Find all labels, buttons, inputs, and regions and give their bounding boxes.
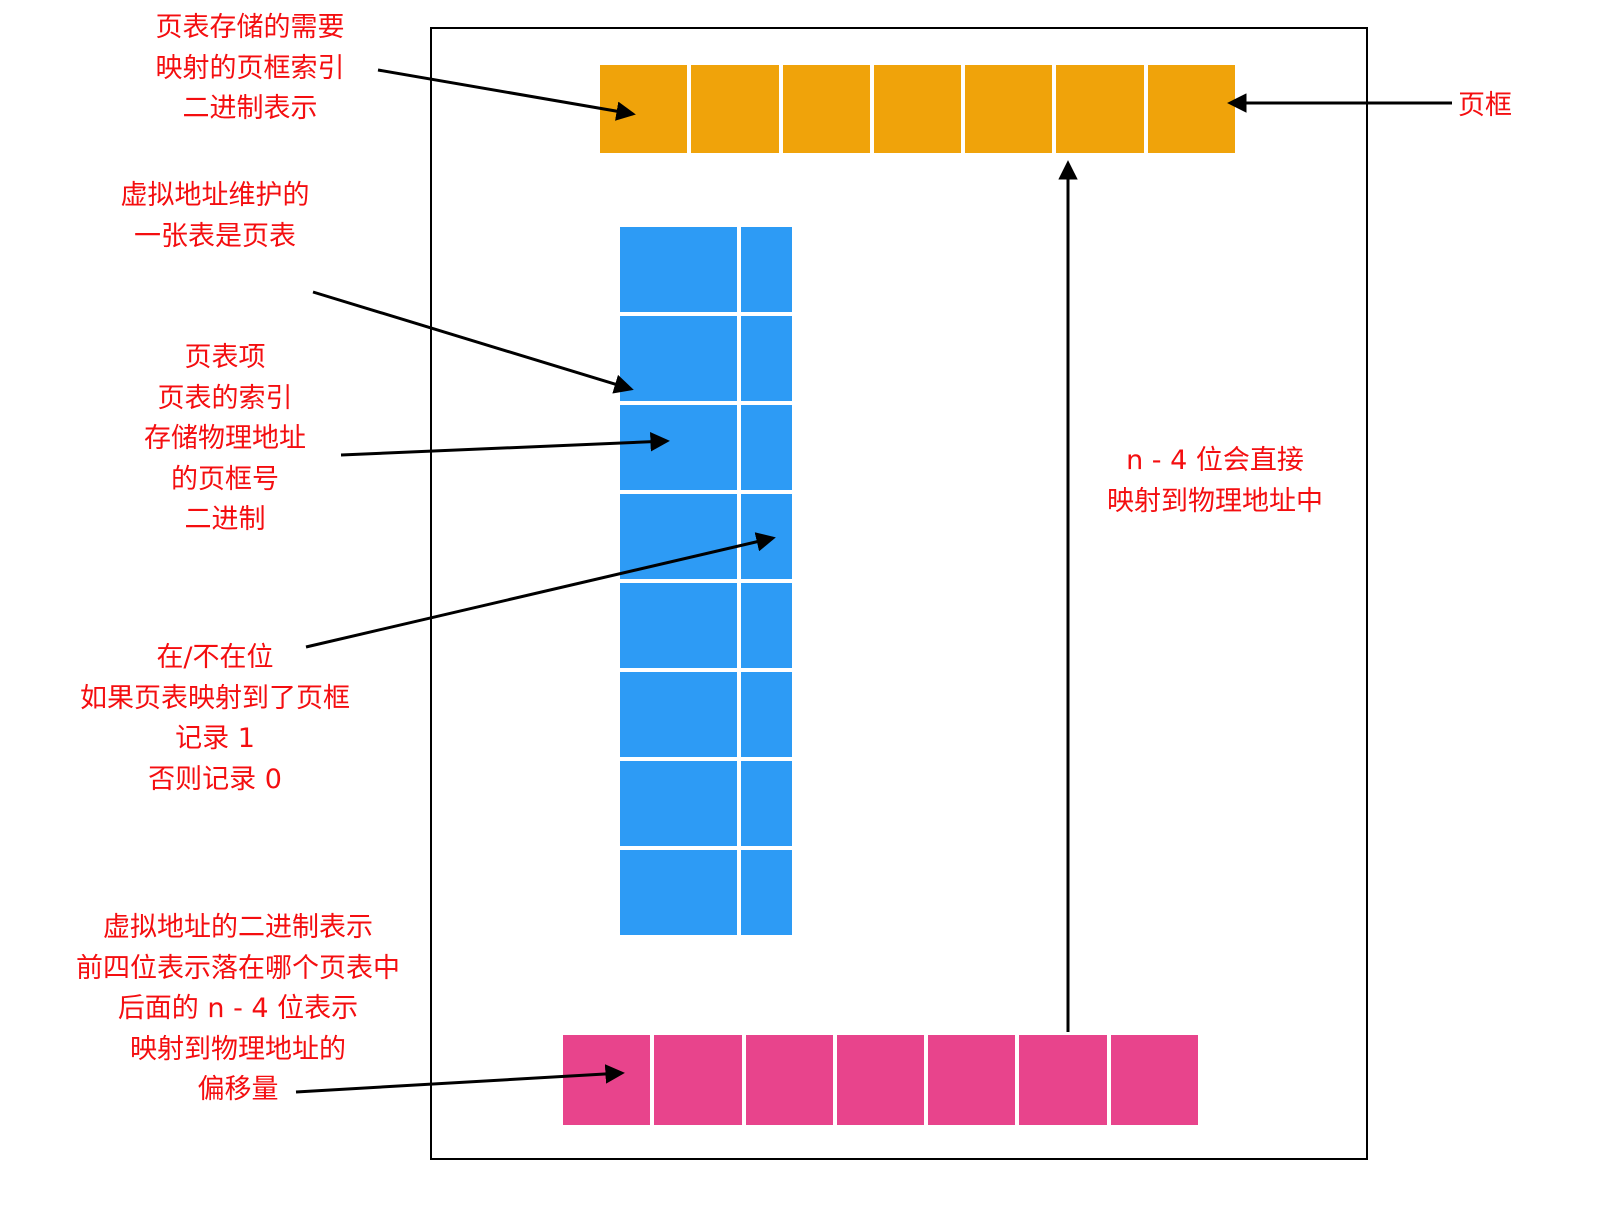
page-frame-cell [873, 65, 962, 153]
present-bit-cell [741, 761, 792, 846]
virtual-address-cell [928, 1035, 1016, 1125]
present-bit-cell [741, 494, 792, 579]
page-frame-cell [691, 65, 779, 153]
annotation-virtual-address: 虚拟地址的二进制表示 前四位表示落在哪个页表中 后面的 n - 4 位表示 映射… [76, 912, 400, 1105]
page-table-entry-cell [620, 494, 737, 579]
virtual-address-cell [654, 1035, 742, 1125]
page-table-entry-cell [620, 405, 737, 490]
virtual-address-cell [1019, 1035, 1107, 1125]
page-frame-cell [1056, 65, 1144, 153]
annotation-frame-index: 页表存储的需要 映射的页框索引 二进制表示 [155, 12, 345, 124]
page-frame-row [600, 65, 1235, 153]
page-table [620, 227, 792, 935]
page-table-entry-cell [620, 672, 737, 757]
diagram-border-frame [430, 27, 1368, 1160]
page-table-entry-cell [620, 316, 737, 401]
page-table-entry-cell [620, 850, 737, 935]
virtual-address-cell [745, 1035, 833, 1125]
present-bit-cell [741, 583, 792, 668]
virtual-address-row [563, 1035, 1198, 1125]
virtual-address-cell [836, 1035, 925, 1125]
present-bit-cell [741, 227, 792, 312]
present-bit-cell [741, 316, 792, 401]
annotation-page-table-entry: 页表项 页表的索引 存储物理地址 的页框号 二进制 [144, 342, 306, 535]
present-bit-cell [741, 850, 792, 935]
present-bit-cell [741, 672, 792, 757]
virtual-address-cell [563, 1035, 651, 1125]
page-table-entry-cell [620, 583, 737, 668]
page-frame-cell [965, 65, 1053, 153]
annotation-vm-table: 虚拟地址维护的 一张表是页表 [120, 180, 310, 252]
page-table-entry-cell [620, 227, 737, 312]
page-table-entry-cell [620, 761, 737, 846]
page-frame-cell [782, 65, 870, 153]
page-frame-cell [600, 65, 688, 153]
annotation-page-frame-label: 页框 [1458, 90, 1512, 121]
page-frame-cell [1147, 65, 1235, 153]
annotation-offset-mapping: n - 4 位会直接 映射到物理地址中 [1107, 445, 1323, 517]
annotation-present-bit: 在/不在位 如果页表映射到了页框 记录 1 否则记录 0 [80, 642, 350, 795]
virtual-address-cell [1110, 1035, 1198, 1125]
present-bit-cell [741, 405, 792, 490]
